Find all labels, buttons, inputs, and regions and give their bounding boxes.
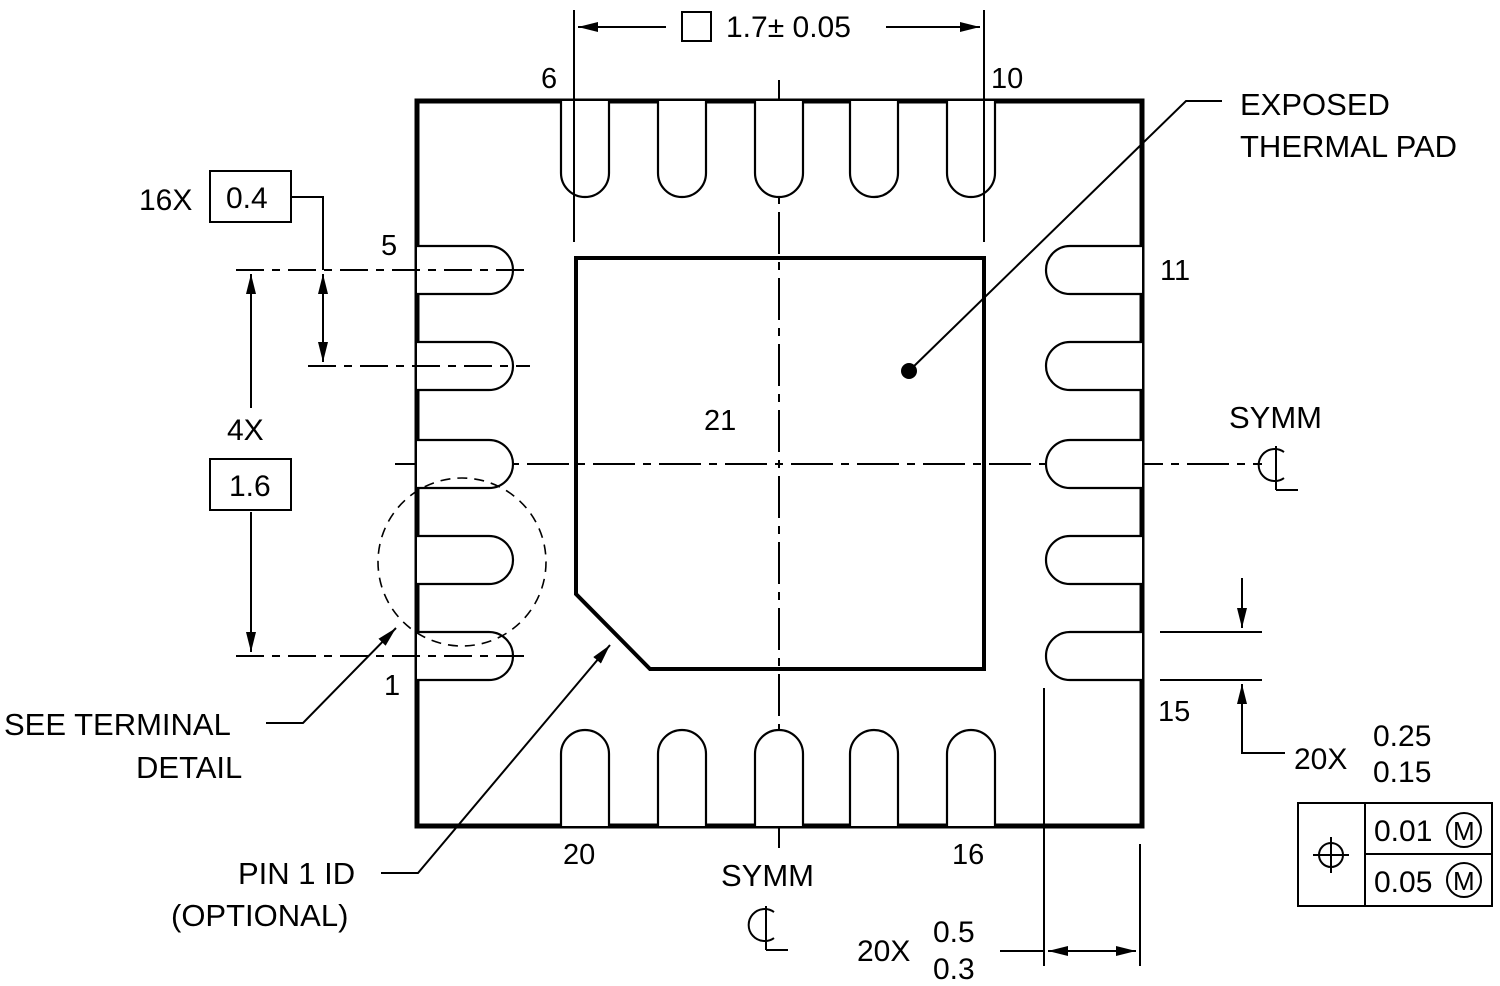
pad-2	[417, 534, 515, 586]
pad-17	[848, 728, 900, 826]
pin1-label-2: (OPTIONAL)	[171, 898, 348, 933]
exposed-leader	[908, 100, 1222, 372]
width-min: 0.15	[1373, 756, 1431, 789]
pin-label-10: 10	[991, 63, 1023, 95]
bottom-pads	[559, 728, 997, 826]
symm-label-right: SYMM	[1229, 400, 1322, 435]
centerline-symbol-bottom	[747, 906, 788, 951]
pad-20	[559, 728, 611, 826]
exposed-label-2: THERMAL PAD	[1240, 129, 1457, 164]
pitch-count: 16X	[139, 184, 192, 217]
mmc-letter-2: M	[1453, 866, 1475, 896]
length-max: 0.5	[933, 916, 975, 949]
pad-11	[1044, 244, 1142, 296]
exposed-label-1: EXPOSED	[1240, 87, 1390, 122]
pin-label-21: 21	[704, 405, 736, 437]
pad-15	[1044, 630, 1142, 682]
right-pads	[1044, 244, 1142, 682]
centerline-symbol-right	[1257, 446, 1298, 491]
exposed-leader-dot	[901, 363, 917, 379]
position-tolerance-frame: 0.01 M 0.05 M	[1297, 802, 1493, 907]
pitch-value: 0.4	[226, 182, 268, 215]
pad-19	[656, 728, 708, 826]
length-min: 0.3	[933, 953, 975, 986]
tolerance-2: 0.05	[1374, 866, 1432, 899]
top-pads	[559, 101, 997, 199]
length-count: 20X	[857, 935, 910, 968]
see-terminal-label-1: SEE TERMINAL	[4, 707, 231, 742]
pad-16	[945, 728, 997, 826]
exposed-thermal-pad	[574, 256, 986, 671]
width-count: 20X	[1294, 743, 1347, 776]
tolerance-1: 0.01	[1374, 815, 1432, 848]
pin-label-1: 1	[384, 670, 400, 702]
pin-label-5: 5	[381, 230, 397, 262]
pin-label-20: 20	[563, 839, 595, 871]
pin1-leader	[381, 644, 611, 874]
pin-label-15: 15	[1158, 696, 1190, 728]
pin-label-11: 11	[1160, 255, 1190, 287]
pad-9	[848, 101, 900, 199]
pad-6	[559, 101, 611, 199]
pad-10	[945, 101, 997, 199]
pad-size-value: 1.7± 0.05	[726, 11, 851, 44]
symm-label-bottom: SYMM	[721, 858, 814, 893]
mmc-letter-1: M	[1453, 816, 1475, 846]
pad-14	[1044, 534, 1142, 586]
pin-label-16: 16	[952, 839, 984, 871]
pad-8	[753, 101, 805, 199]
pad-18	[753, 728, 805, 826]
pad-3	[417, 438, 515, 490]
square-symbol	[681, 11, 712, 42]
terminal-detail-circle	[377, 477, 547, 647]
mmc-circle-2	[1446, 862, 1482, 898]
width-max: 0.25	[1373, 720, 1431, 753]
see-terminal-label-2: DETAIL	[136, 750, 242, 785]
see-terminal-leader	[266, 627, 397, 724]
mmc-circle-1	[1446, 812, 1482, 848]
width-arrow-up	[1237, 684, 1285, 754]
pin-label-6: 6	[541, 63, 557, 95]
span-count: 4X	[227, 414, 264, 447]
pad-12	[1044, 340, 1142, 392]
pad-7	[656, 101, 708, 199]
pin1-label-1: PIN 1 ID	[238, 856, 355, 891]
span-box	[209, 458, 292, 511]
left-pads	[417, 244, 515, 682]
span-value: 1.6	[229, 470, 271, 503]
pitch-leader	[291, 196, 324, 270]
pad-13	[1044, 438, 1142, 490]
